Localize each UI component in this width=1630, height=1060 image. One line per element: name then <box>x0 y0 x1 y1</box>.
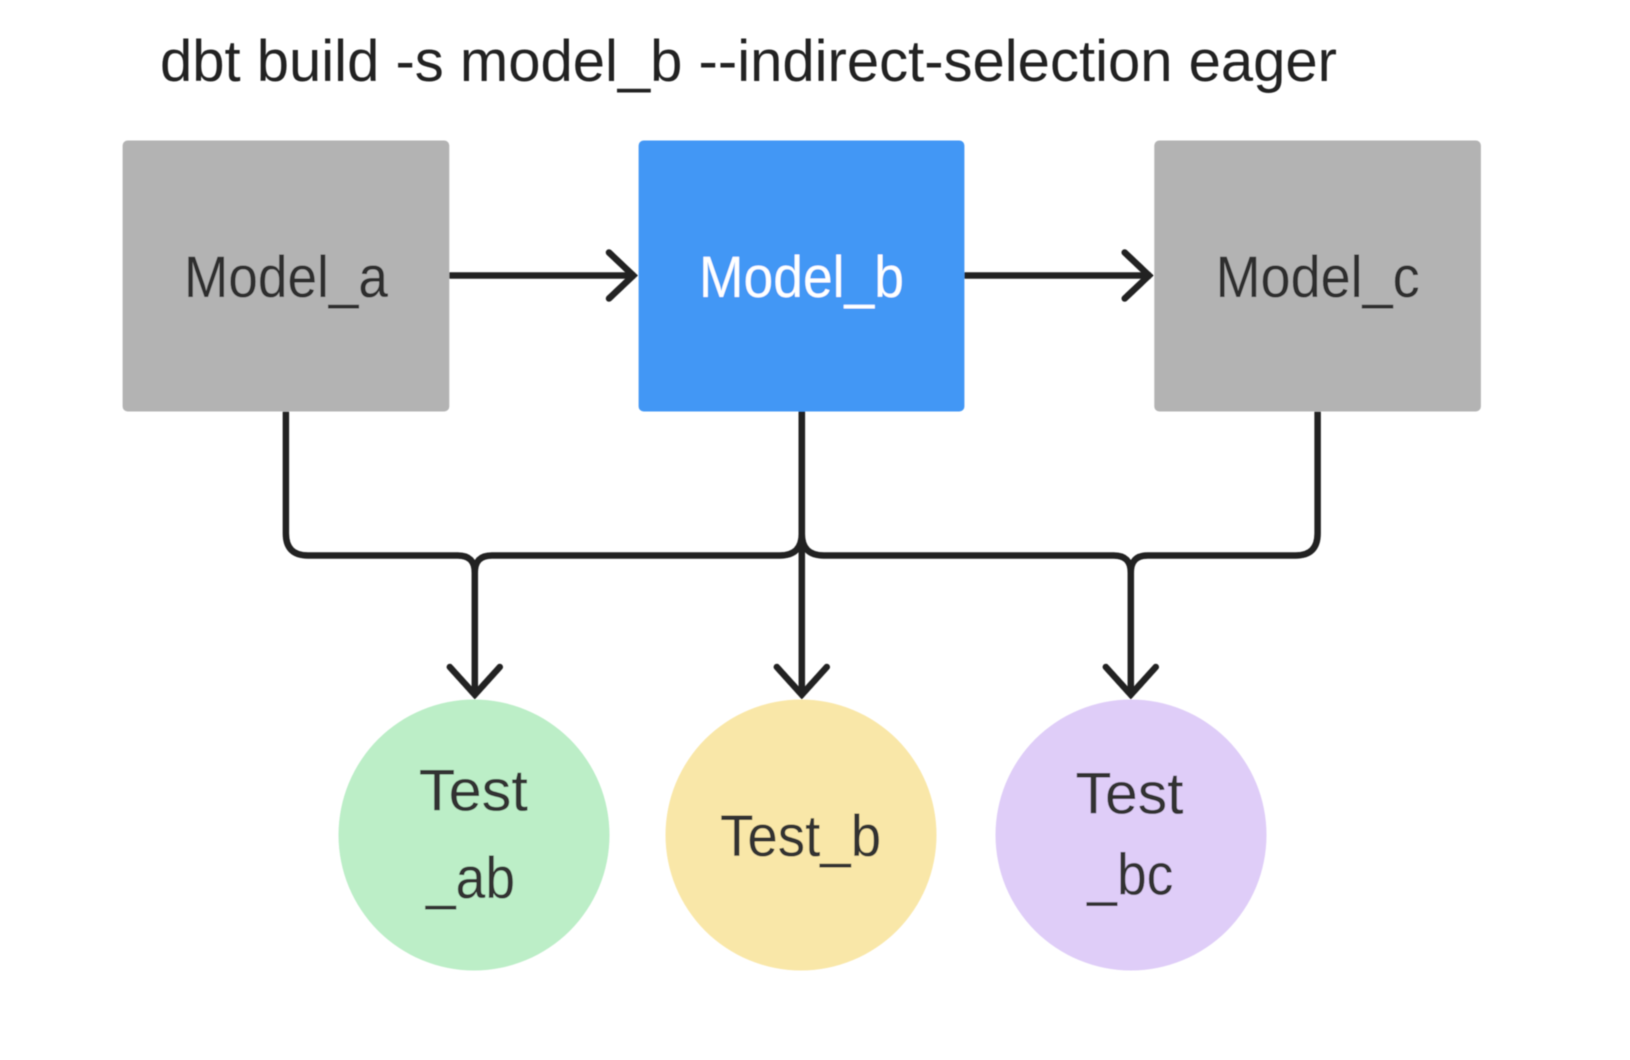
svg-text:dbt build -s model_b --indirec: dbt build -s model_b --indirect-selectio… <box>160 29 1337 94</box>
svg-text:Test_b: Test_b <box>720 804 881 869</box>
svg-text:Model_b: Model_b <box>699 245 904 310</box>
svg-text:_bc: _bc <box>1086 843 1173 908</box>
svg-text:Model_c: Model_c <box>1216 245 1420 310</box>
svg-text:Model_a: Model_a <box>184 245 389 310</box>
svg-text:Test: Test <box>1076 762 1184 827</box>
svg-text:Test: Test <box>419 759 528 824</box>
svg-text:_ab: _ab <box>425 846 515 911</box>
